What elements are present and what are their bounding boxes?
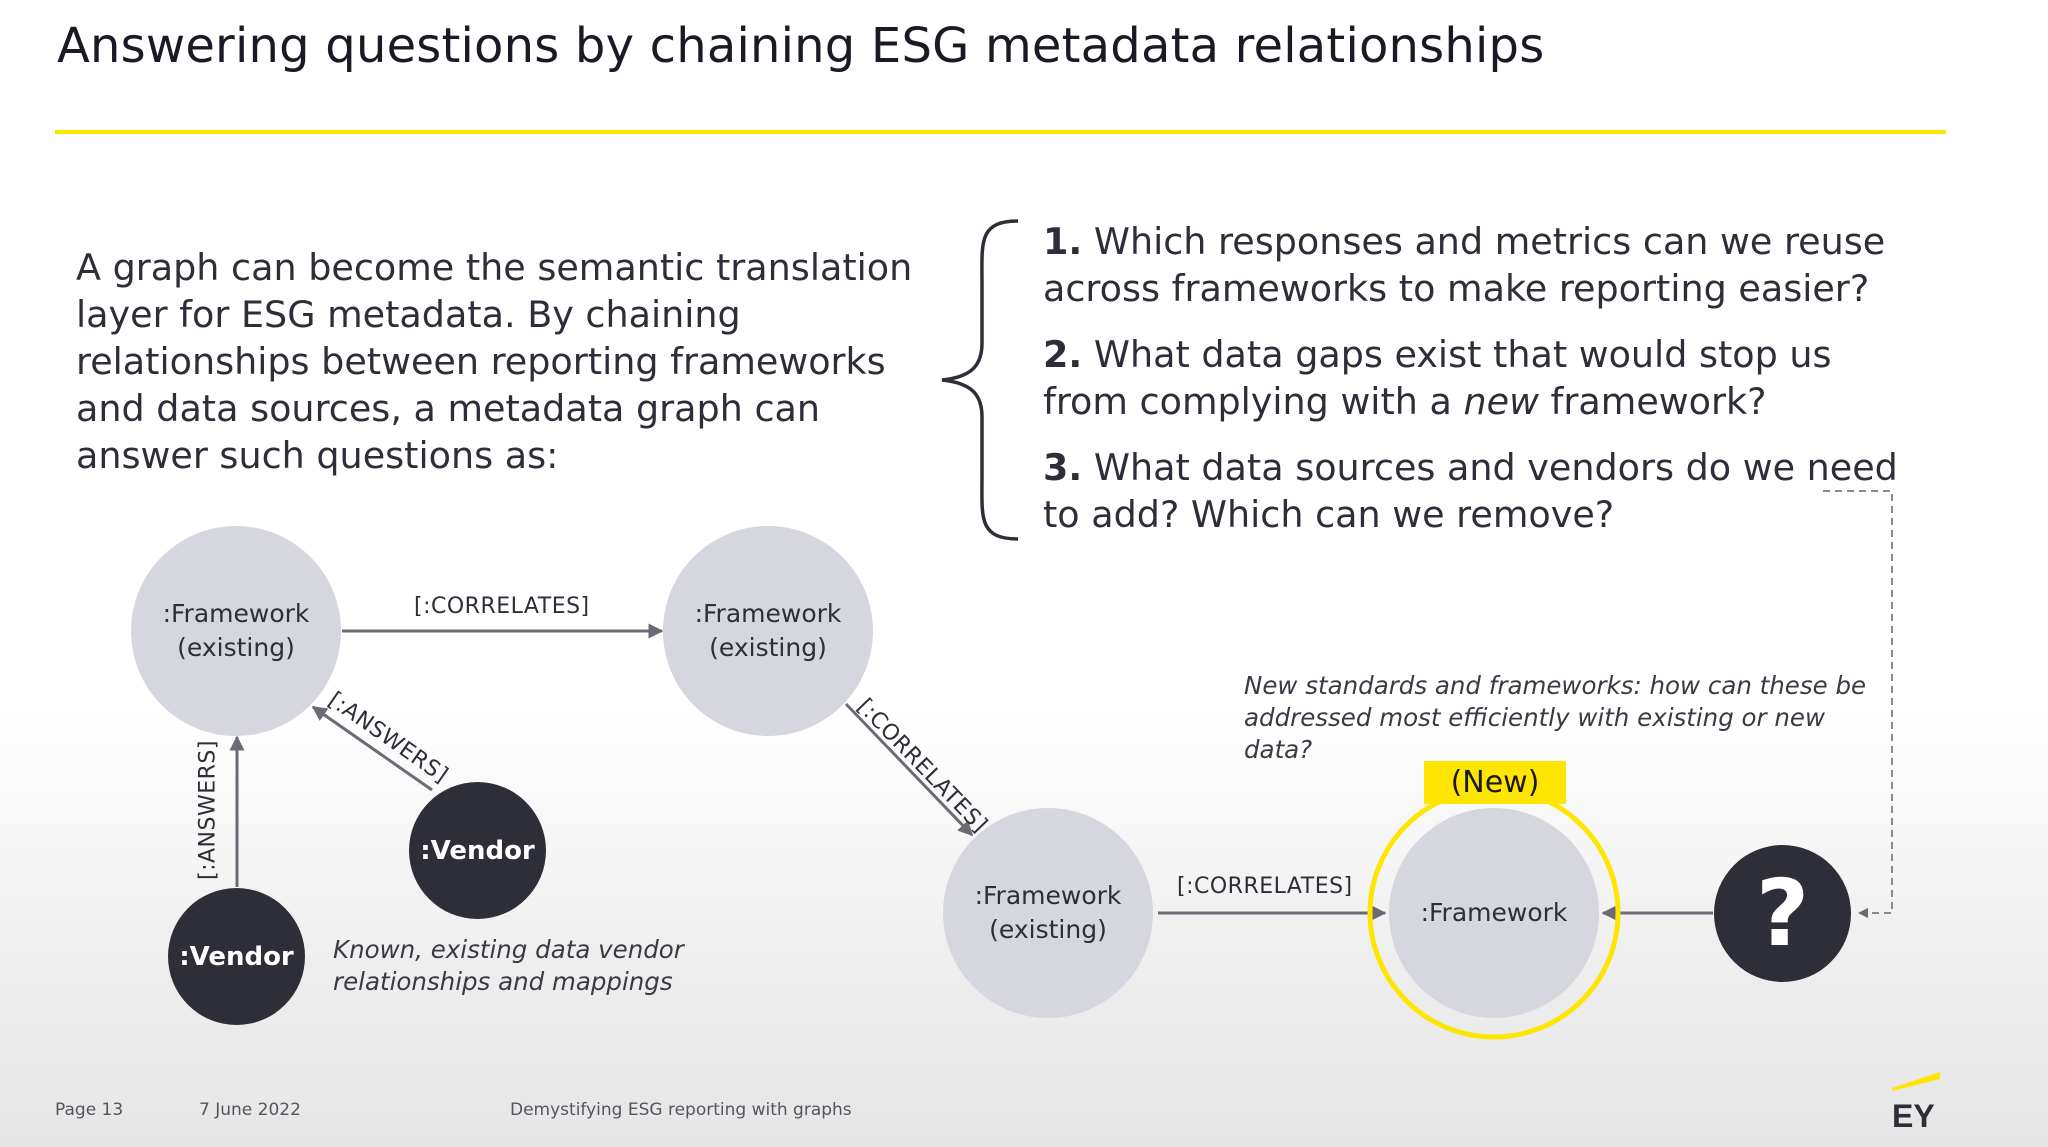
node-status-label: (existing) [989,915,1107,944]
framework-node-new: :Framework [1389,808,1599,1018]
framework-node-existing-1: :Framework (existing) [131,526,341,736]
question-number: 2. [1043,333,1083,376]
question-number: 1. [1043,220,1083,263]
note-known-relationships: Known, existing data vendor relationship… [333,935,684,996]
question-mark-icon: ? [1755,859,1810,967]
title-underline [55,130,1946,134]
ey-logo: EY [1892,1072,1940,1130]
curly-brace-icon [941,219,1019,541]
node-type-label: :Framework [974,881,1122,910]
footer-document-title: Demystifying ESG reporting with graphs [510,1100,852,1120]
node-type-label: :Framework [694,599,842,628]
intro-paragraph: A graph can become the semantic translat… [76,246,913,477]
edge-fw2-fw3 [844,702,974,837]
question-text: Which responses and metrics can we reuse… [1043,220,1886,310]
framework-node-existing-3: :Framework (existing) [943,808,1153,1018]
slide-title: Answering questions by chaining ESG meta… [57,18,1545,74]
question-number: 3. [1043,446,1083,489]
question-list: 1. Which responses and metrics can we re… [1043,218,1913,557]
ey-logo-text: EY [1892,1098,1935,1130]
edge-label-correlates-1: [:CORRELATES] [414,594,590,619]
edge-vendor2-fw1 [311,705,433,792]
unknown-source-node: ? [1714,845,1851,982]
framework-node-existing-2: :Framework (existing) [663,526,873,736]
question-text: What data sources and vendors do we need… [1043,446,1898,536]
edge-label-correlates-3: [:CORRELATES] [1177,874,1353,899]
question-item: 1. Which responses and metrics can we re… [1043,218,1913,312]
question-emphasis: new [1463,380,1539,423]
dashed-feedback-arrow [1823,490,1893,918]
question-item: 2. What data gaps exist that would stop … [1043,331,1913,425]
note-new-standards: New standards and frameworks: how can th… [1244,671,1867,764]
vendor-node-2: :Vendor [409,782,546,919]
question-text: What data gaps exist that would stop us … [1043,333,1832,423]
node-label: :Vendor [179,941,294,972]
question-item: 3. What data sources and vendors do we n… [1043,444,1913,538]
footer-date: 7 June 2022 [199,1100,301,1120]
footer-page-number: Page 13 [55,1100,124,1120]
node-status-label: (existing) [177,633,295,662]
question-text-end: framework? [1550,380,1767,423]
edge-label-answers-1: [:ANSWERS] [195,740,221,880]
node-label: :Vendor [420,835,535,866]
node-status-label: (existing) [709,633,827,662]
node-type-label: :Framework [1420,898,1568,927]
vendor-node-1: :Vendor [168,888,305,1025]
node-type-label: :Framework [162,599,310,628]
new-badge: (New) [1424,761,1566,804]
